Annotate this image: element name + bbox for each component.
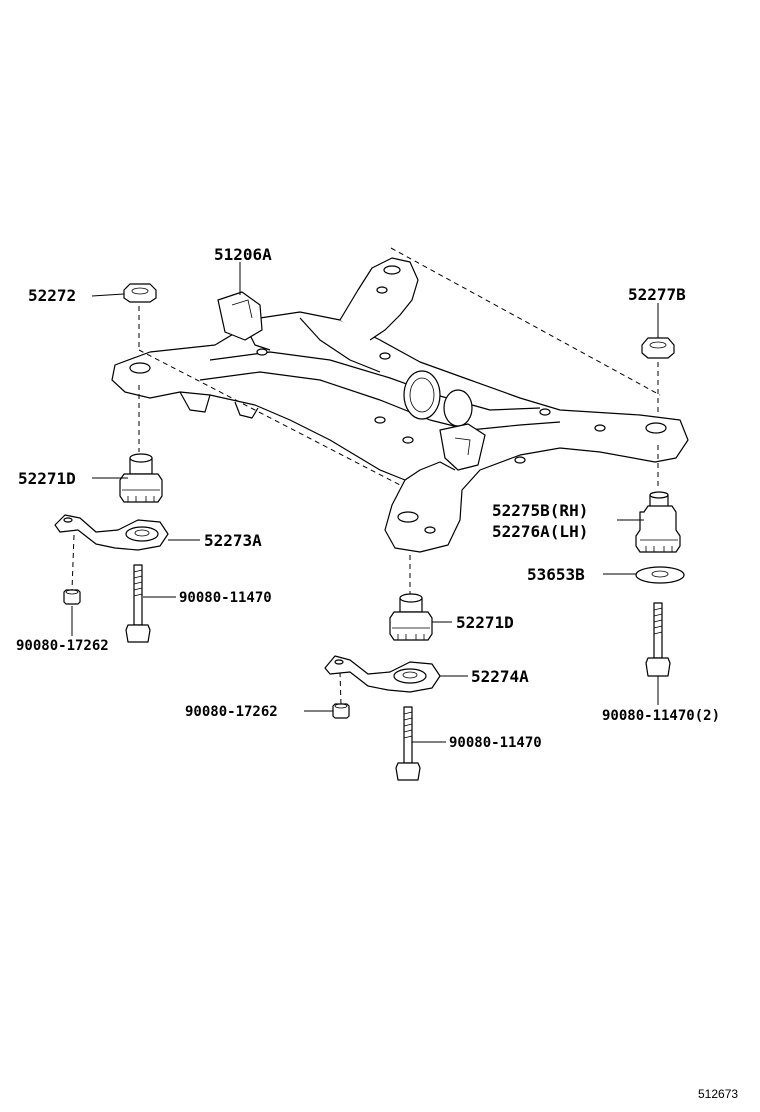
- label-cushion-left: 52271D: [18, 469, 76, 488]
- retainer-left[interactable]: [54, 514, 169, 551]
- upper-stopper-right[interactable]: [641, 337, 675, 359]
- leader-lines: [71, 262, 659, 743]
- label-washer-right: 53653B: [527, 565, 585, 584]
- label-retainer-left: 52273A: [204, 531, 262, 550]
- washer-right[interactable]: [635, 566, 685, 584]
- label-cushion-right-rh: 52275B(RH): [492, 501, 588, 520]
- bolt-mid[interactable]: [395, 706, 421, 781]
- cushion-right[interactable]: [635, 491, 681, 553]
- label-bolt-right: 90080-11470(2): [602, 708, 720, 724]
- bolt-left[interactable]: [125, 564, 151, 643]
- figure-number: 512673: [698, 1087, 738, 1101]
- label-bolt-left: 90080-11470: [179, 590, 272, 606]
- label-bolt-mid: 90080-11470: [449, 735, 542, 751]
- assembly-guide-lines: [71, 247, 661, 706]
- nut-left[interactable]: [63, 589, 81, 605]
- label-nut-mid: 90080-17262: [185, 704, 278, 720]
- nut-mid[interactable]: [332, 703, 350, 719]
- label-upper-stopper-right: 52277B: [628, 285, 686, 304]
- label-nut-left: 90080-17262: [16, 638, 109, 654]
- label-subframe: 51206A: [214, 245, 272, 264]
- label-retainer-mid: 52274A: [471, 667, 529, 686]
- cushion-mid[interactable]: [389, 593, 433, 641]
- label-upper-stopper-left: 52272: [28, 286, 76, 305]
- cushion-left[interactable]: [119, 453, 163, 503]
- upper-stopper-left[interactable]: [123, 283, 157, 303]
- rear-suspension-member[interactable]: [111, 257, 689, 553]
- bolt-right[interactable]: [645, 602, 671, 677]
- label-cushion-right-lh: 52276A(LH): [492, 522, 588, 541]
- retainer-mid[interactable]: [324, 655, 441, 693]
- label-cushion-mid: 52271D: [456, 613, 514, 632]
